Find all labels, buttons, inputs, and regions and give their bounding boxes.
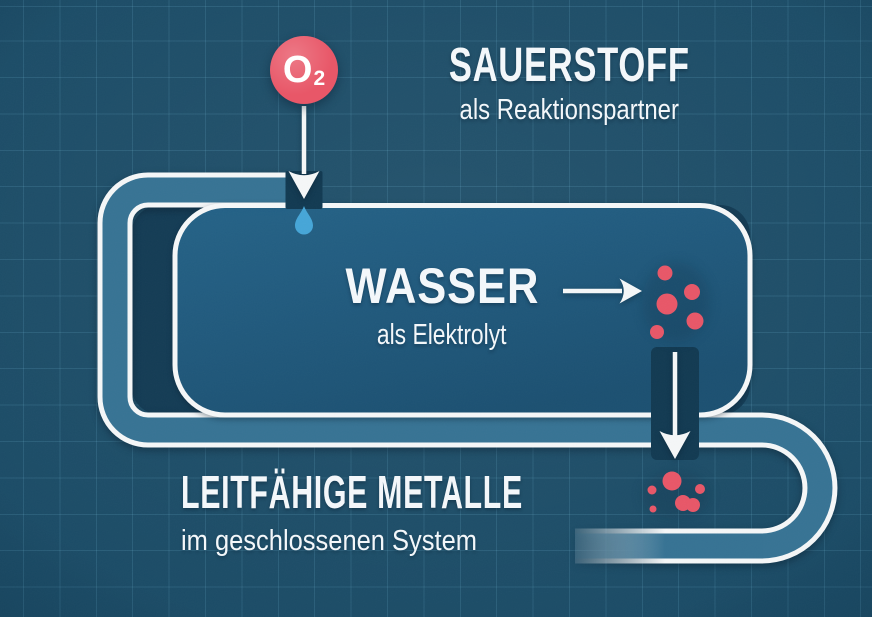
oxygen-label-block: SAUERSTOFF als Reaktionspartner <box>369 39 769 126</box>
water-label-block: WASSER als Elektrolyt <box>292 258 592 351</box>
o2-symbol: O <box>282 49 313 91</box>
oxygen-title: SAUERSTOFF <box>448 39 690 92</box>
metals-title: LEITFÄHIGE METALLE <box>181 466 523 518</box>
metals-label-block: LEITFÄHIGE METALLE im geschlossenen Syst… <box>181 466 641 557</box>
water-title: WASSER <box>345 258 539 314</box>
o2-molecule-badge: O 2 <box>270 36 338 104</box>
oxygen-subtitle: als Reaktionspartner <box>459 92 679 126</box>
water-subtitle: als Elektrolyt <box>377 317 507 351</box>
o2-subscript: 2 <box>313 66 326 90</box>
metals-subtitle: im geschlossenen System <box>181 523 477 557</box>
